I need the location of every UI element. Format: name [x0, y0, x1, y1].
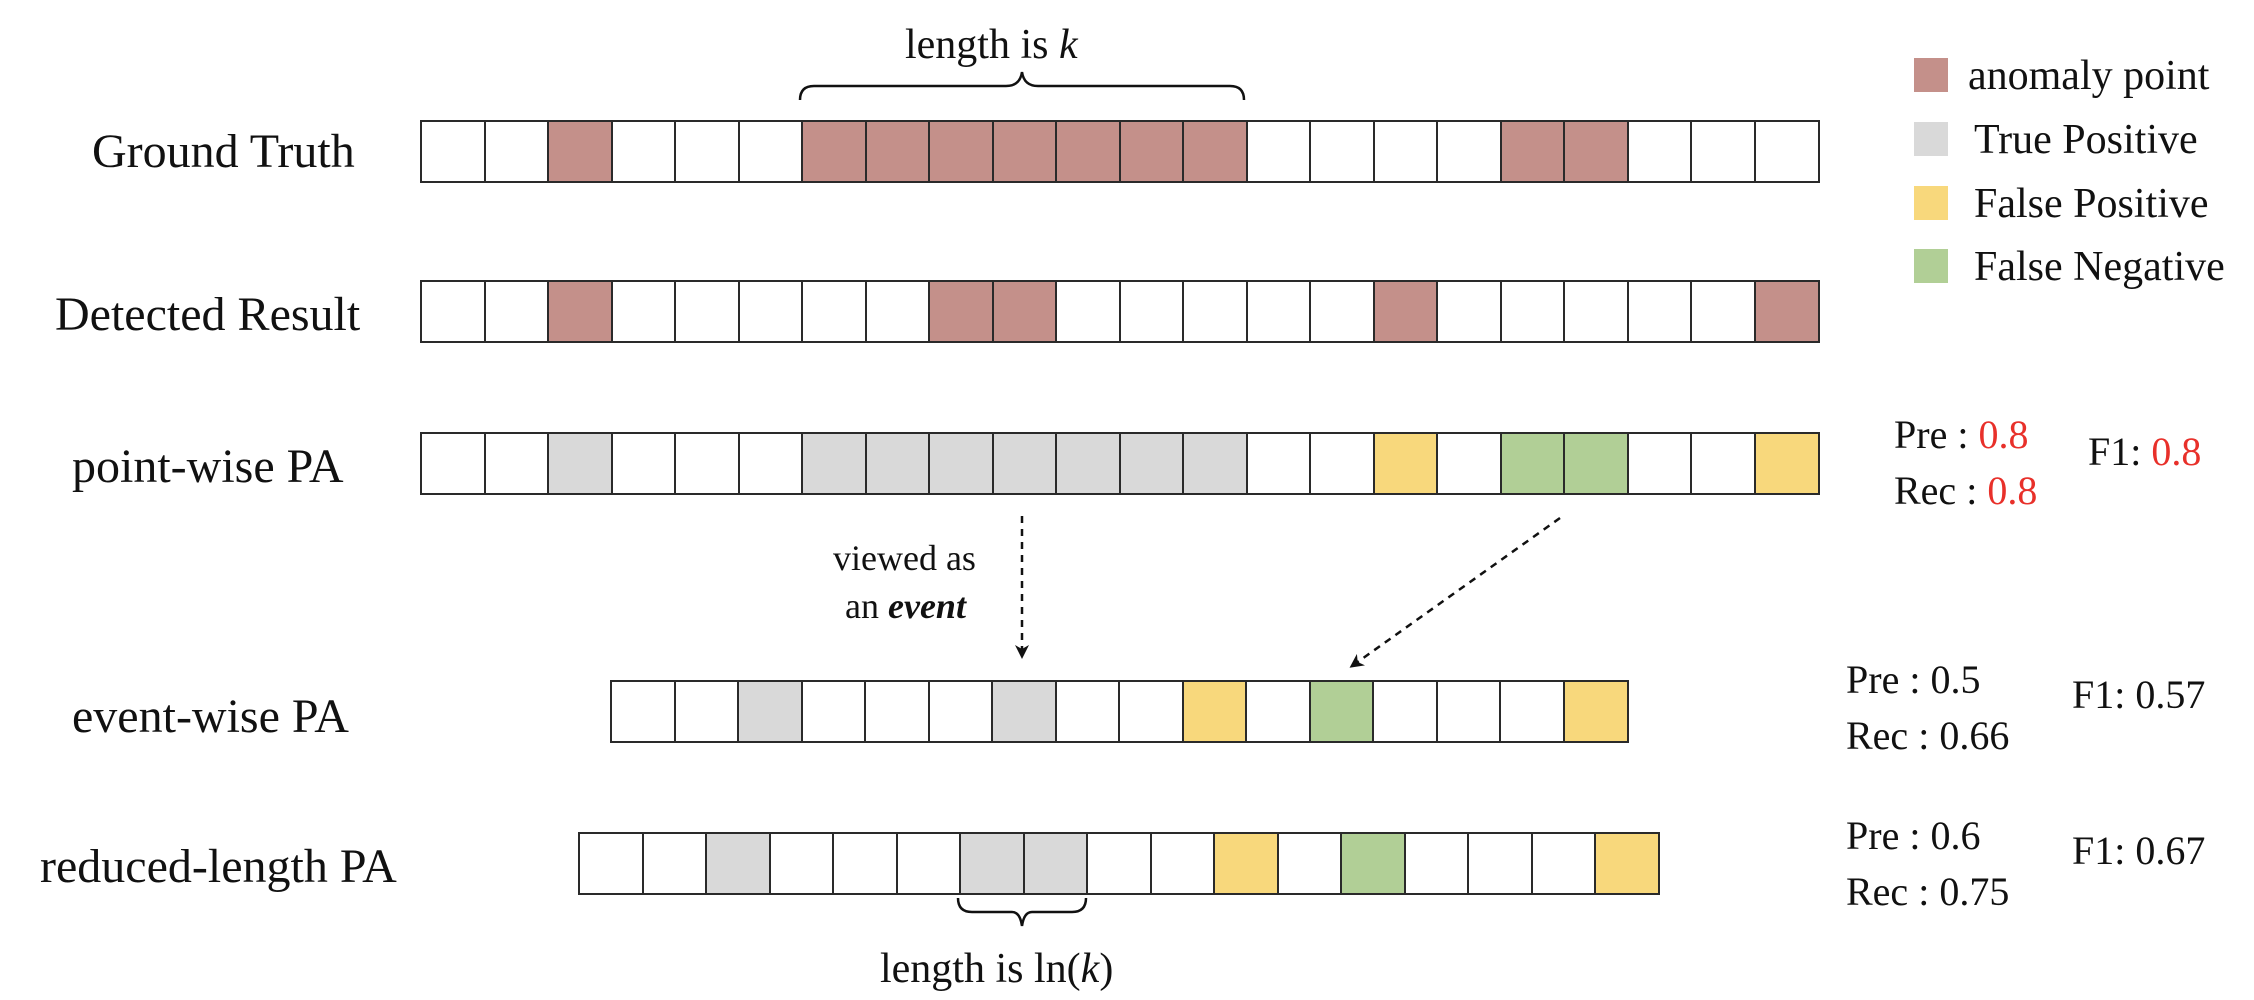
reduced-length-pa-cell — [832, 832, 898, 895]
point-wise-recall: Rec : 0.8 — [1894, 468, 2038, 513]
legend-swatch-false-negative — [1914, 249, 1948, 283]
detected-result-cell — [1245, 280, 1312, 343]
row-label-event-wise-pa: event-wise PA — [72, 690, 349, 743]
ground-truth-cell — [1563, 120, 1629, 183]
ground-truth-cell — [1182, 120, 1248, 183]
detected-result-cell — [737, 280, 804, 343]
event-wise-pa-cell — [1562, 680, 1629, 743]
legend-swatch-true-positive — [1914, 122, 1948, 156]
detected-result-cell — [1690, 280, 1756, 343]
reduced-length-precision: Pre : 0.6 — [1846, 813, 1981, 858]
ground-truth-cell — [1753, 120, 1820, 183]
detected-result-cell — [1309, 280, 1375, 343]
detected-result-cell — [864, 280, 931, 343]
point-wise-pa-cell — [420, 432, 486, 495]
detected-result-cell — [420, 280, 486, 343]
reduced-length-pa-cell — [1276, 832, 1343, 895]
reduced-length-pa-cell — [895, 832, 962, 895]
point-wise-pa-cell — [1245, 432, 1312, 495]
event-wise-pa-cell — [1372, 680, 1438, 743]
point-wise-pa-cell — [737, 432, 804, 495]
ground-truth-cell — [864, 120, 931, 183]
point-wise-pa-cell — [864, 432, 931, 495]
event-wise-pa-cell — [927, 680, 994, 743]
point-wise-pa-cell — [1499, 432, 1566, 495]
ground-truth-cell — [547, 120, 613, 183]
ground-truth-cell — [1436, 120, 1502, 183]
reduced-length-pa-cell — [959, 832, 1025, 895]
detected-result-cell — [1055, 280, 1121, 343]
point-wise-pa-cell — [1753, 432, 1820, 495]
detected-result-cell — [483, 280, 550, 343]
legend-swatch-false-positive — [1914, 186, 1948, 220]
detected-result-cell — [674, 280, 740, 343]
row-label-detected-result: Detected Result — [55, 288, 361, 341]
reduced-length-pa-cell — [641, 832, 708, 895]
event-wise-precision: Pre : 0.5 — [1846, 657, 1981, 702]
reduced-length-pa-cell — [1403, 832, 1470, 895]
ground-truth-cell — [1245, 120, 1312, 183]
point-wise-pa-cell — [1626, 432, 1693, 495]
reduced-length-recall: Rec : 0.75 — [1846, 869, 2010, 914]
reduced-length-pa-cell — [705, 832, 771, 895]
point-wise-f1: F1: 0.8 — [2088, 429, 2202, 474]
point-wise-pa-cell — [1055, 432, 1121, 495]
arrow-false-negative-event — [1349, 516, 1561, 668]
reduced-length-pa-cell — [1149, 832, 1216, 895]
point-wise-pa-cell — [1118, 432, 1185, 495]
brace-length-lnk — [956, 897, 1088, 927]
legend-label-anomaly-point: anomaly point — [1968, 53, 2210, 99]
detected-result-cell — [801, 280, 867, 343]
ground-truth-cell — [1690, 120, 1756, 183]
event-wise-pa-cell — [1308, 680, 1375, 743]
event-wise-pa-cell — [800, 680, 867, 743]
ground-truth-cell — [610, 120, 677, 183]
label-an-event: an event — [845, 586, 966, 626]
event-wise-pa-cell — [1245, 680, 1311, 743]
ground-truth-cell — [674, 120, 740, 183]
brace-length-k — [798, 71, 1246, 101]
legend-label-false-negative: False Negative — [1974, 244, 2225, 290]
reduced-length-pa-cell — [1213, 832, 1279, 895]
row-label-point-wise-pa: point-wise PA — [72, 440, 344, 493]
point-wise-precision: Pre : 0.8 — [1894, 412, 2029, 457]
ground-truth-cell — [1055, 120, 1121, 183]
event-wise-pa-cell — [1118, 680, 1184, 743]
legend-label-true-positive: True Positive — [1974, 117, 2198, 163]
reduced-length-pa-cell — [578, 832, 644, 895]
event-wise-pa-cell — [1435, 680, 1502, 743]
event-wise-pa-cell — [1054, 680, 1121, 743]
ground-truth-cell — [928, 120, 994, 183]
reduced-length-pa-cell — [1594, 832, 1660, 895]
event-wise-pa-cell — [673, 680, 740, 743]
reduced-length-f1: F1: 0.67 — [2072, 828, 2206, 873]
label-length-is-k: length is k — [905, 22, 1078, 68]
detected-result-cell — [1626, 280, 1693, 343]
label-length-is-lnk: length is ln(k) — [880, 946, 1114, 992]
point-wise-pa-cell — [991, 432, 1058, 495]
row-label-reduced-length-pa: reduced-length PA — [40, 840, 397, 893]
ground-truth-cell — [1118, 120, 1185, 183]
row-label-ground-truth: Ground Truth — [92, 125, 355, 178]
event-wise-recall: Rec : 0.66 — [1846, 713, 2010, 758]
ground-truth-cell — [737, 120, 804, 183]
point-wise-pa-cell — [1372, 432, 1439, 495]
label-viewed-as: viewed as — [833, 538, 976, 578]
point-wise-pa-cell — [928, 432, 994, 495]
legend-label-false-positive: False Positive — [1974, 181, 2209, 227]
ground-truth-cell — [420, 120, 486, 183]
ground-truth-cell — [1626, 120, 1693, 183]
point-wise-pa-cell — [1563, 432, 1629, 495]
point-wise-pa-cell — [674, 432, 740, 495]
legend-swatch-anomaly-point — [1914, 58, 1948, 92]
point-wise-pa-cell — [1690, 432, 1756, 495]
detected-result-cell — [1563, 280, 1629, 343]
detected-result-cell — [1753, 280, 1820, 343]
event-wise-f1: F1: 0.57 — [2072, 672, 2206, 717]
point-wise-pa-cell — [1436, 432, 1502, 495]
point-wise-pa-cell — [1182, 432, 1248, 495]
